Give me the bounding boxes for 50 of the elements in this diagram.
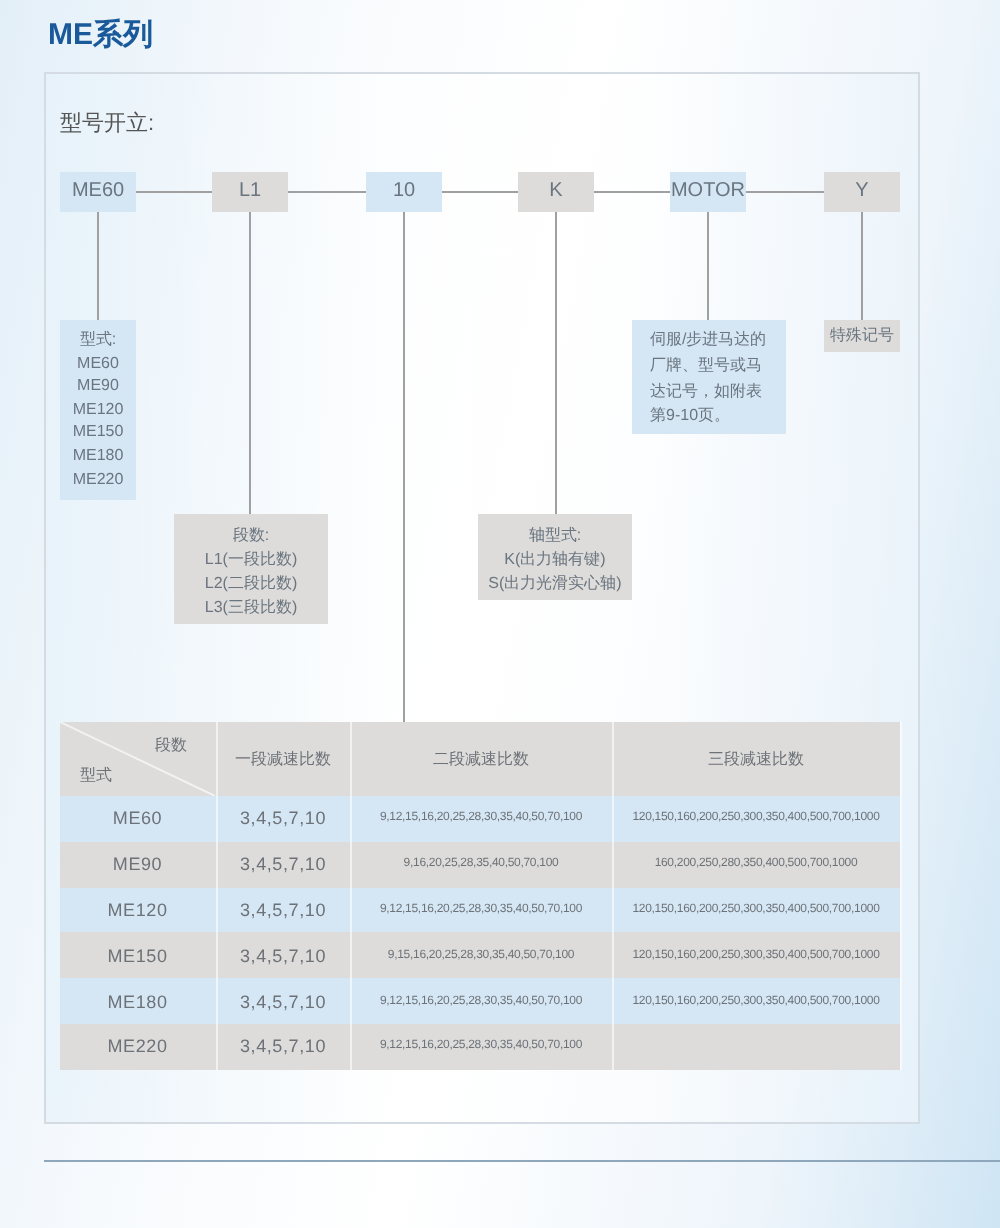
- node-text: L2(二段比数): [204, 572, 298, 596]
- connector-line: [97, 211, 99, 321]
- note-box: [60, 320, 136, 500]
- code-box: [824, 172, 900, 212]
- section-heading: 型号开立:: [60, 109, 155, 138]
- code-box: [518, 172, 594, 212]
- note-box: [174, 514, 328, 624]
- node-text: 伺服/步进马达的厂牌、型号或马达记号，如附表第9-10页。: [650, 328, 768, 429]
- connector-line: [861, 211, 863, 321]
- code-box: [60, 172, 136, 212]
- node-text: ME120: [72, 397, 124, 421]
- node-text: 轴型式:: [528, 524, 582, 548]
- node-text: ME90: [77, 374, 119, 398]
- table-cell: 3,4,5,7,10: [216, 1023, 350, 1070]
- connector-line: [249, 211, 251, 515]
- node-text: ME180: [72, 443, 124, 468]
- connector-line: [555, 211, 557, 515]
- node-text: MOTOR: [670, 182, 746, 202]
- node-text: L3(三段比数): [204, 596, 298, 620]
- node-text: ME60: [71, 182, 125, 202]
- node-text: L1(一段比数): [204, 548, 298, 572]
- connector-line: [707, 211, 709, 321]
- node-text: ME150: [72, 420, 124, 444]
- code-box: [212, 172, 288, 212]
- node-text: 特殊记号: [830, 328, 894, 344]
- table-cell: ME220: [60, 1023, 216, 1070]
- note-box: [478, 514, 632, 600]
- node-text: S(出力光滑实心轴): [488, 572, 622, 596]
- node-text: Y: [855, 182, 869, 202]
- node-text: ME60: [77, 351, 119, 375]
- connector-line: [745, 191, 825, 193]
- node-text: ME220: [72, 467, 124, 491]
- connector-line: [287, 191, 367, 193]
- node-text: 段数:: [232, 524, 270, 548]
- connector-line: [403, 211, 405, 723]
- header-label: 型式: [80, 764, 112, 786]
- node-text: 型式:: [79, 328, 117, 352]
- code-box: [366, 172, 442, 212]
- connector-line: [593, 191, 671, 193]
- node-text: L1: [238, 182, 262, 202]
- node-text: K: [549, 182, 563, 202]
- page-title: ME系列: [48, 16, 153, 54]
- connector-line: [441, 191, 519, 193]
- note-box: [824, 320, 900, 352]
- header-label: 段数: [155, 734, 187, 756]
- note-box: [632, 320, 786, 434]
- connector-line: [135, 191, 213, 193]
- node-text: K(出力轴有键): [504, 548, 606, 572]
- node-text: 10: [392, 182, 416, 202]
- code-box: [670, 172, 746, 212]
